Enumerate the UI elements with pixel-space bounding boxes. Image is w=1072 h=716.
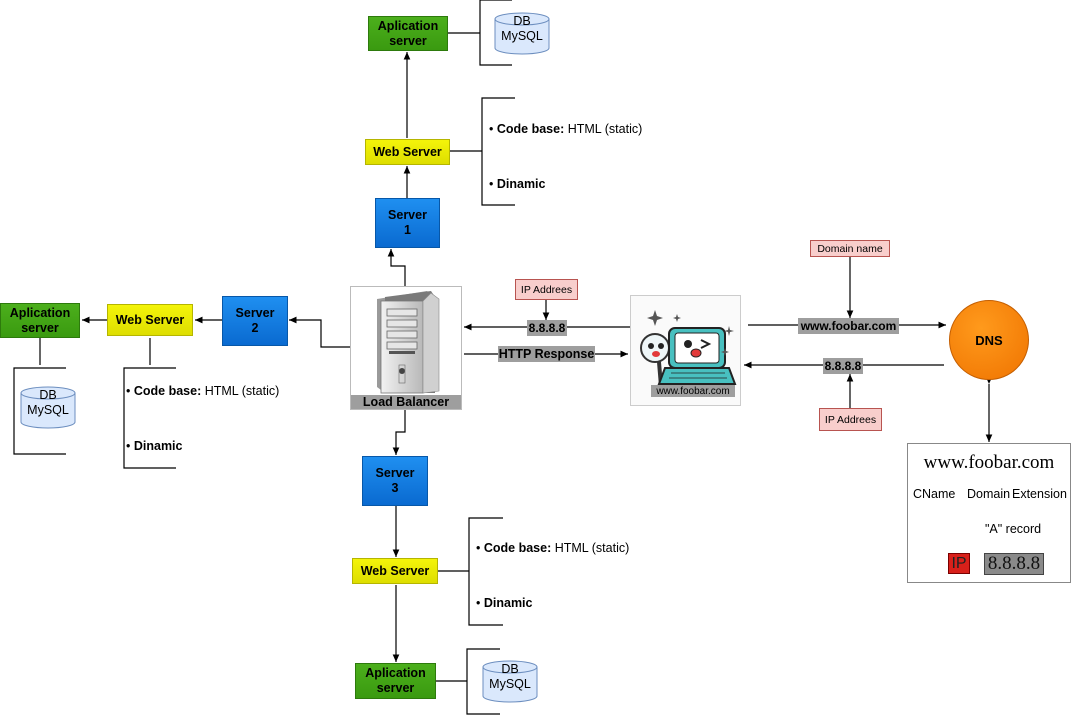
cname-label: CName — [913, 487, 956, 501]
database-icon — [494, 12, 550, 55]
domain-name-tag: Domain name — [810, 240, 890, 257]
database-icon — [482, 660, 538, 703]
db-mysql-1: DB MySQL — [493, 12, 551, 56]
ip-address-display: 8.8.8.8 — [984, 553, 1044, 575]
web-server-1: Web Server — [365, 139, 450, 165]
server-tower-icon — [377, 291, 440, 394]
domain-part-label: Domain — [967, 487, 1011, 501]
db-mysql-2: DB MySQL — [19, 386, 77, 430]
dns-record-panel: www.foobar.com CName Domain Extension "A… — [907, 443, 1071, 583]
dns-domain-text: www.foobar.com — [923, 452, 1055, 473]
laptop-mascot-icon — [640, 310, 737, 387]
code-base-item: • Code base: HTML (static) — [489, 122, 643, 136]
domain-label: www.foobar.com — [798, 318, 899, 334]
load-balancer: Load Balancer — [350, 286, 462, 410]
dinamic-item: • Dinamic — [126, 439, 183, 453]
code-base-item: • Code base: HTML (static) — [476, 541, 630, 555]
app-server-3: Aplication server — [355, 663, 436, 699]
client-computer: www.foobar.com — [630, 295, 741, 406]
http-response-label: HTTP Response — [498, 346, 595, 362]
db-label: DB MySQL — [501, 14, 543, 43]
ip-value-label-dns: 8.8.8.8 — [823, 358, 863, 374]
client-url-label: www.foobar.com — [651, 385, 735, 397]
db-label: DB MySQL — [489, 662, 531, 691]
app-server-1: Aplication server — [368, 16, 448, 51]
ip-addrees-tag-dns: IP Addrees — [819, 408, 882, 431]
ip-addrees-tag: IP Addrees — [515, 279, 578, 300]
server-2: Server 2 — [222, 296, 288, 346]
load-balancer-label: Load Balancer — [351, 395, 461, 409]
dinamic-item: • Dinamic — [489, 177, 546, 191]
db-mysql-3: DB MySQL — [481, 660, 539, 704]
dns-server: DNS — [949, 300, 1029, 380]
server-3: Server 3 — [362, 456, 428, 506]
db-label: DB MySQL — [27, 388, 69, 417]
server-1: Server 1 — [375, 198, 440, 248]
database-icon — [20, 386, 76, 429]
web-server-2: Web Server — [107, 304, 193, 336]
ip-value-label: 8.8.8.8 — [527, 320, 567, 336]
extension-label: Extension — [1012, 487, 1067, 501]
dinamic-item: • Dinamic — [476, 596, 533, 610]
web-server-3: Web Server — [352, 558, 438, 584]
app-server-2: Aplication server — [0, 303, 80, 338]
ip-badge: IP — [948, 553, 970, 574]
a-record-label: "A" record — [985, 522, 1042, 536]
code-base-item: • Code base: HTML (static) — [126, 384, 280, 398]
